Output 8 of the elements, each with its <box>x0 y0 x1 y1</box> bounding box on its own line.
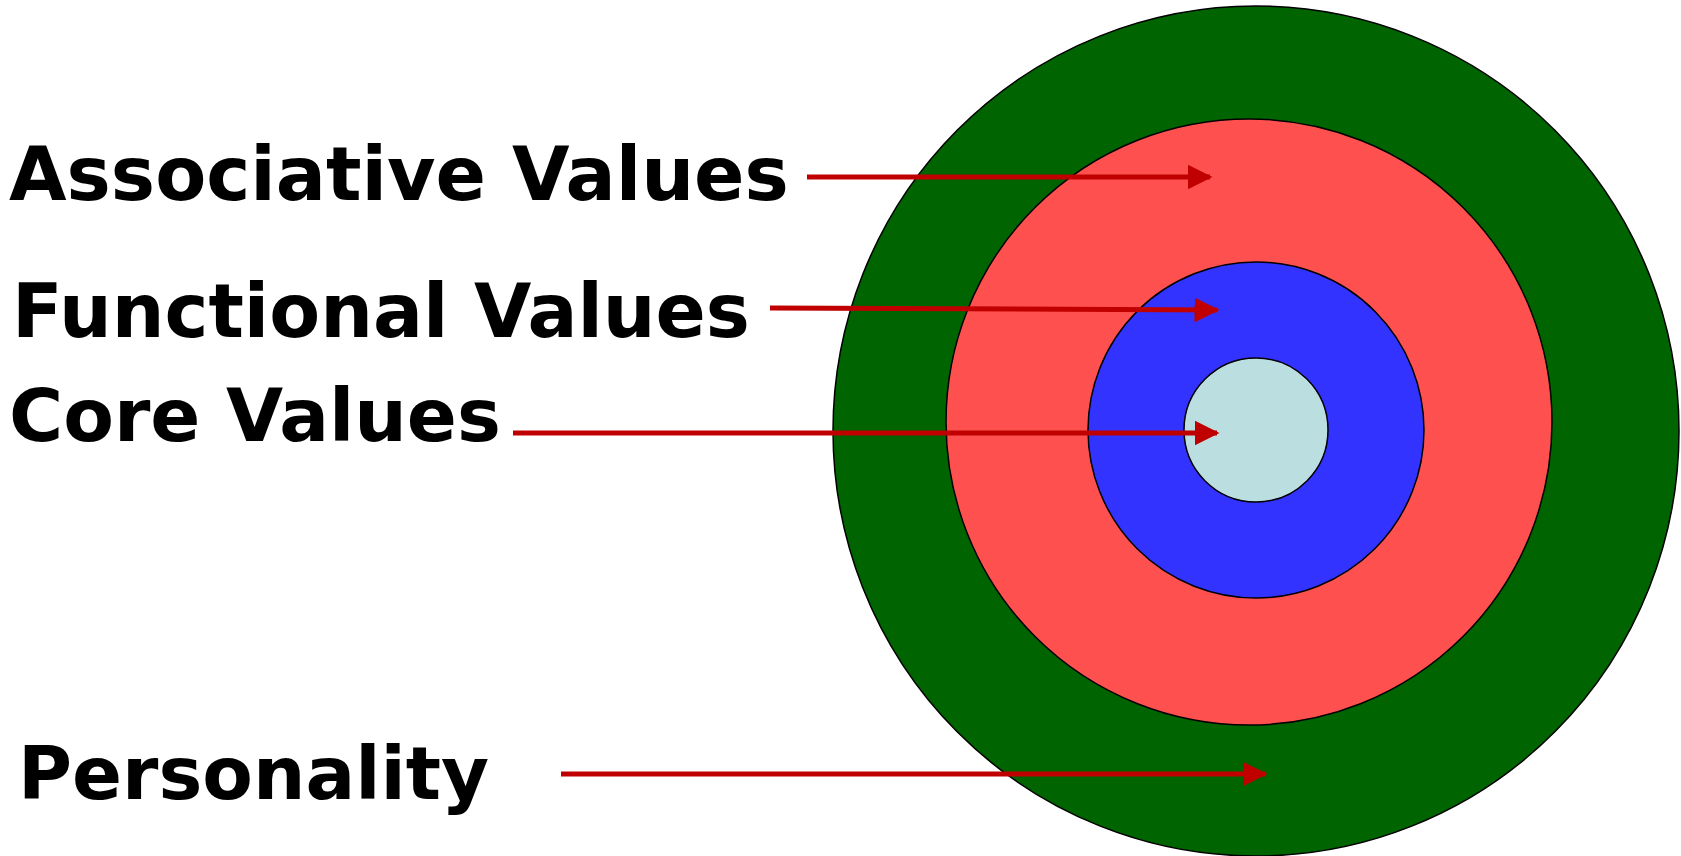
value-label: Associative Values <box>9 137 789 213</box>
ring-circle <box>1183 357 1329 503</box>
arrow <box>561 761 1268 787</box>
value-label: Core Values <box>9 379 501 453</box>
value-label: Functional Values <box>12 273 750 349</box>
arrow <box>513 420 1220 446</box>
arrow <box>770 297 1220 323</box>
arrow <box>807 164 1213 190</box>
